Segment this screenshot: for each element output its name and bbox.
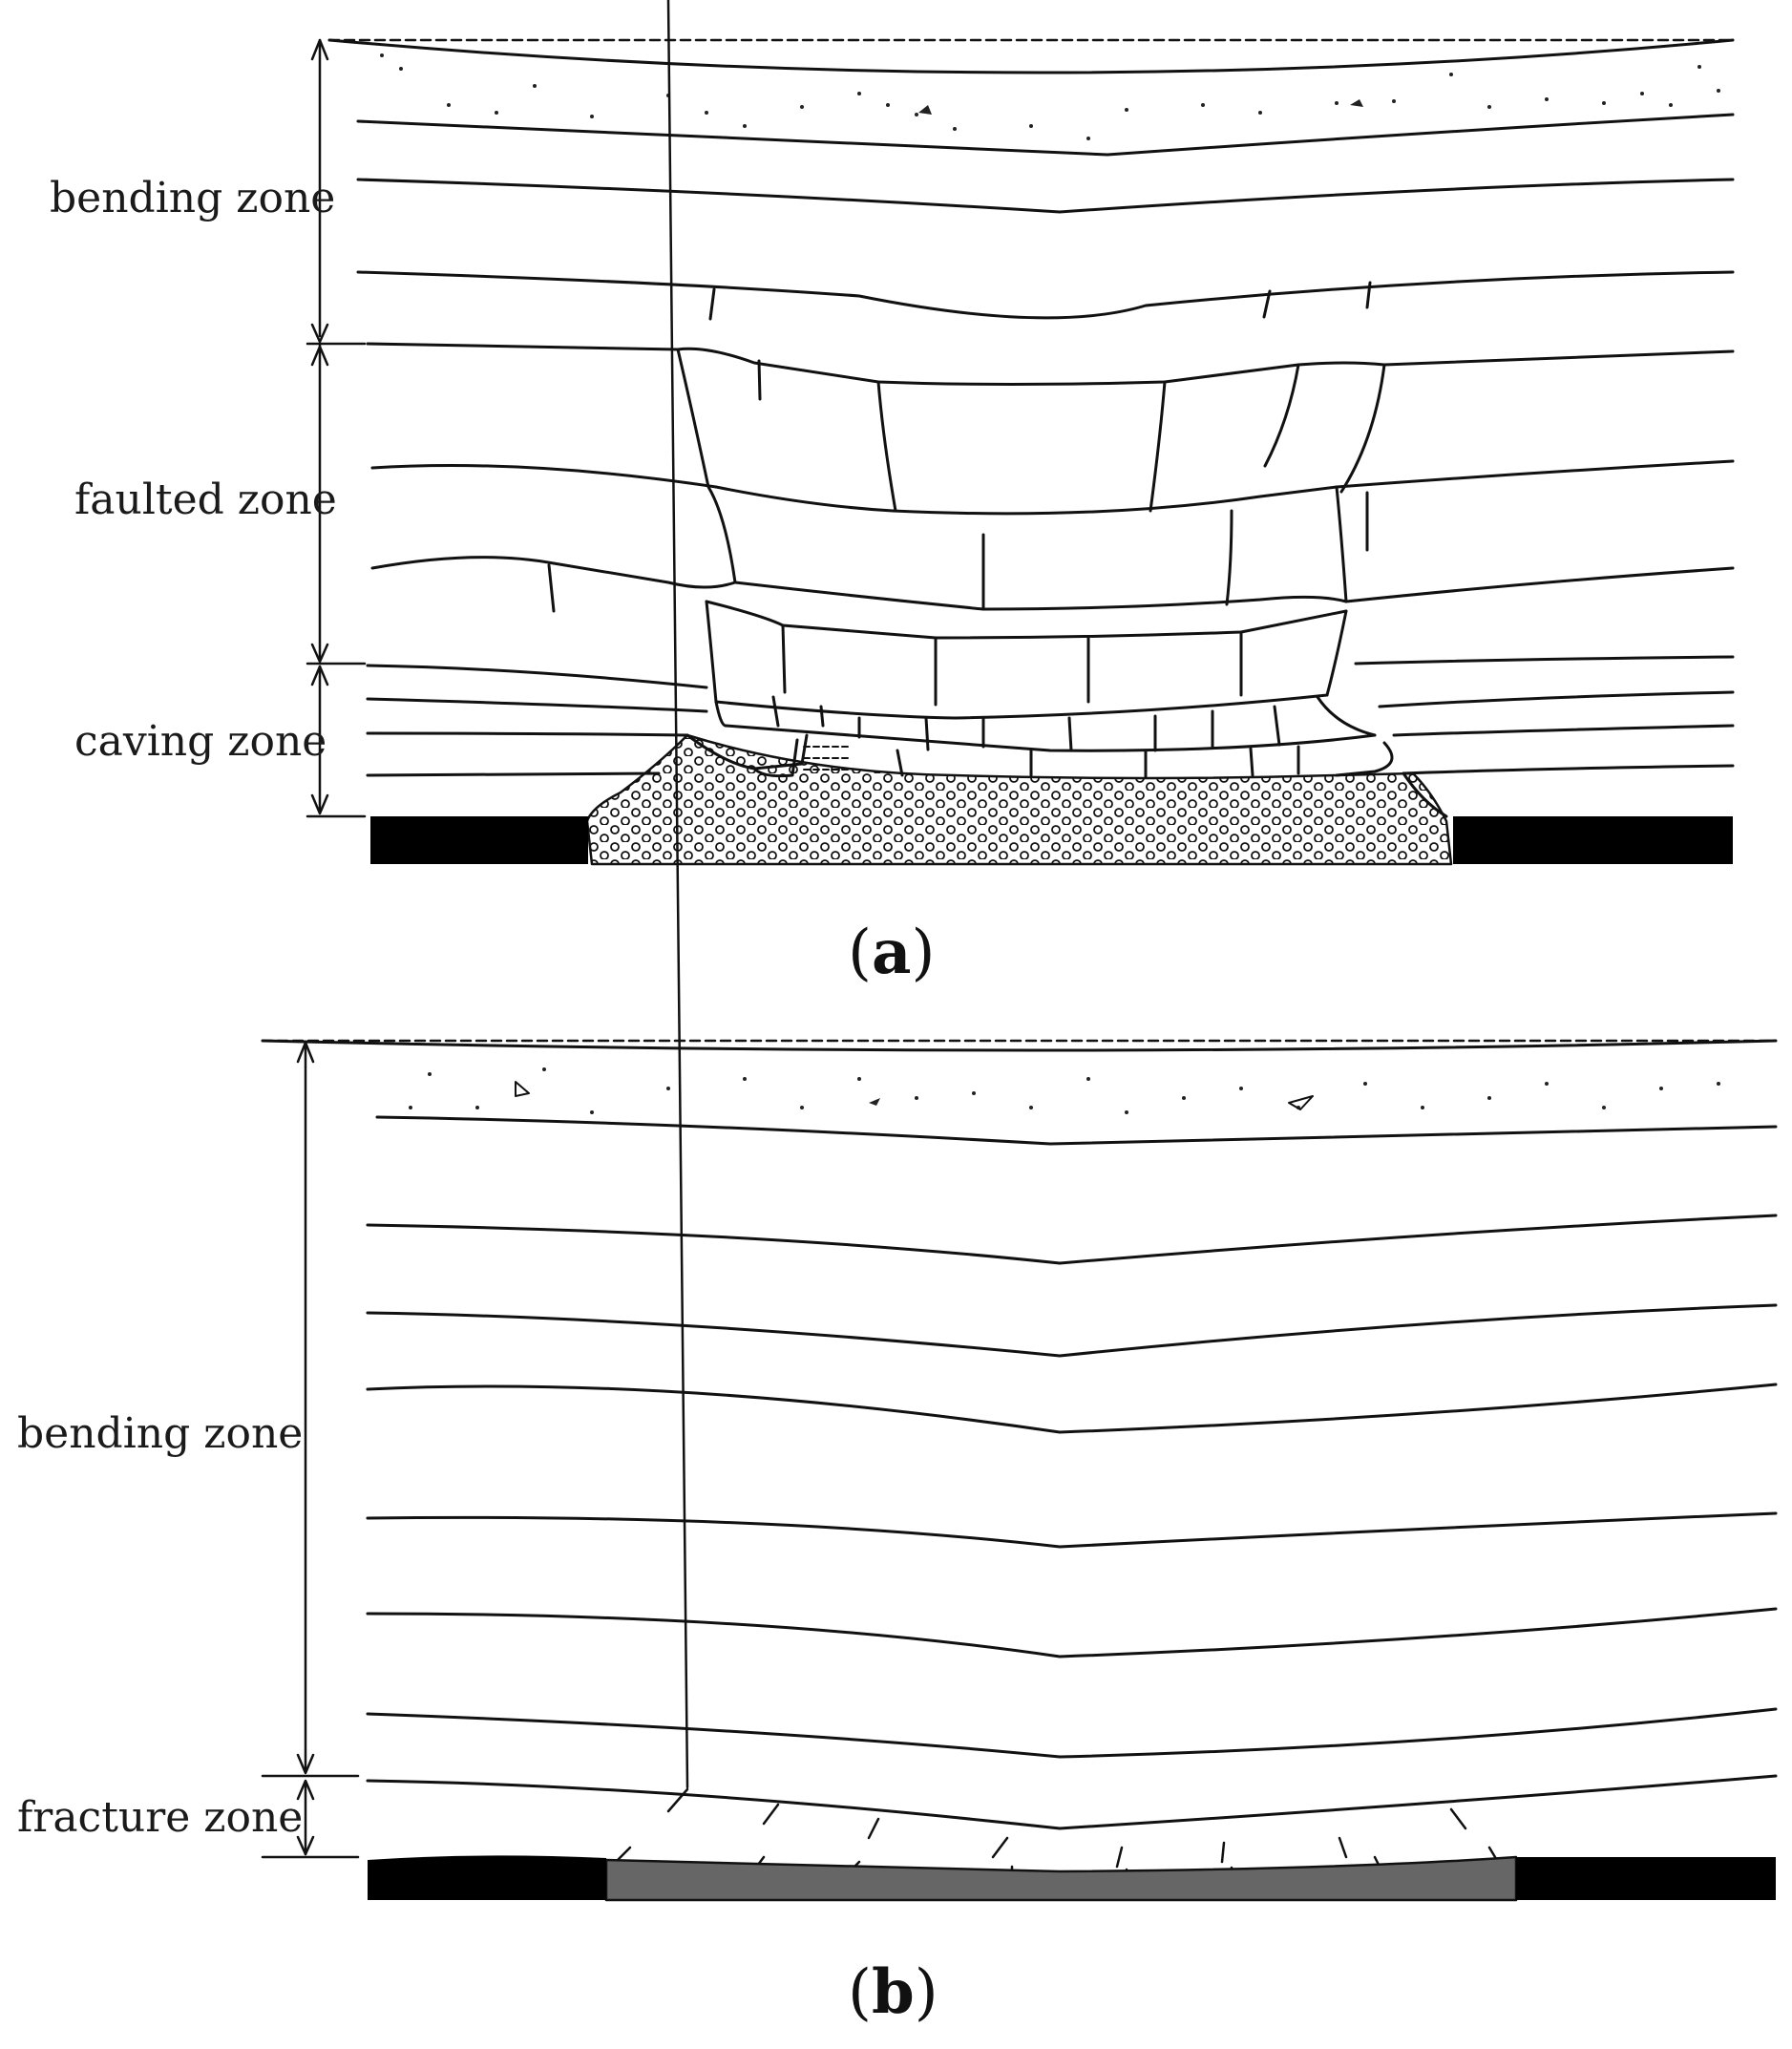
strata-line-a1 xyxy=(356,113,1735,157)
topsoil-speckles-b xyxy=(409,1067,1720,1114)
strata-line-a5-right xyxy=(1335,459,1735,489)
caved-v17 xyxy=(1249,747,1254,777)
strata-line-b4 xyxy=(366,1383,1778,1434)
strata-line-a6-right xyxy=(1344,566,1735,603)
dimension-lines-b xyxy=(261,1041,360,1859)
gob-area-a xyxy=(585,733,1453,866)
fault-block-a2 xyxy=(1149,380,1167,513)
caved-row2-l xyxy=(714,700,727,728)
caption-a-letter: a xyxy=(871,917,912,988)
label-caving-zone-a: caving zone xyxy=(74,717,327,766)
caved-l1 xyxy=(705,600,718,704)
pebble-b2 xyxy=(1288,1095,1314,1110)
caved-v8 xyxy=(924,716,930,751)
fault-right-outer-a xyxy=(1339,363,1386,494)
topsoil-top-b xyxy=(261,1039,1778,1052)
caption-a-close: ) xyxy=(911,918,936,988)
caption-a-open: ( xyxy=(848,918,872,988)
gob-edge-right-a xyxy=(1402,771,1448,818)
crack-a1 xyxy=(708,287,716,321)
dimension-lines-a xyxy=(306,38,367,818)
strata-line-b2 xyxy=(366,1214,1778,1265)
strata-line-a4-right xyxy=(1382,349,1735,367)
strata-line-a6-left xyxy=(370,556,737,589)
caption-b-letter: b xyxy=(871,1956,915,2028)
topsoil-top-a xyxy=(327,38,1735,74)
label-faulted-zone-a: faulted zone xyxy=(74,475,337,524)
strata-line-b8 xyxy=(366,1774,1778,1830)
broken-beam-a1-top xyxy=(676,347,1386,386)
rubble-block-a3 xyxy=(1335,741,1394,777)
coal-seam-right-a xyxy=(1453,816,1733,864)
caved-v5 xyxy=(771,695,780,728)
strata-line-a2 xyxy=(356,178,1735,214)
caption-b-close: ) xyxy=(914,1957,938,2028)
strata-line-a7-left xyxy=(366,664,708,689)
panel-a xyxy=(306,38,1735,866)
caved-v10 xyxy=(1067,716,1073,752)
strata-line-a10-left xyxy=(366,771,661,777)
fault-right-2-a xyxy=(1335,485,1348,603)
fault-block-a4 xyxy=(1225,509,1233,606)
caved-row1-bottom xyxy=(714,693,1329,720)
label-bending-zone-a: bending zone xyxy=(50,174,336,222)
strata-line-a4-left xyxy=(366,342,680,351)
strata-line-a8-left xyxy=(366,697,708,713)
coal-seam-right-b xyxy=(1516,1857,1776,1900)
strata-line-a10-right xyxy=(1402,764,1735,775)
strata-line-a8-right xyxy=(1378,690,1735,708)
caption-a: (a) xyxy=(848,922,935,984)
fault-left-outer-a xyxy=(676,348,737,584)
caved-row2-bottom xyxy=(724,724,1377,752)
strata-line-b3 xyxy=(366,1303,1778,1358)
label-fracture-zone-b: fracture zone xyxy=(17,1793,304,1842)
caved-row2-r xyxy=(1316,695,1377,737)
strata-line-a9-right xyxy=(1392,724,1735,737)
coal-seam-left-a xyxy=(370,816,588,864)
fault-crack-a5 xyxy=(1263,363,1300,468)
strata-line-b1 xyxy=(375,1115,1778,1146)
strata-line-a9-left xyxy=(366,731,689,737)
strata-line-b7 xyxy=(366,1707,1778,1759)
caved-v6 xyxy=(819,705,825,728)
pebble-b1 xyxy=(515,1081,530,1097)
label-bending-zone-b: bending zone xyxy=(17,1409,304,1458)
fault-crack-a7 xyxy=(547,563,556,613)
coal-seam-left-b xyxy=(368,1855,606,1900)
strata-line-a7-right xyxy=(1354,655,1735,665)
strata-line-a5-left xyxy=(370,464,718,489)
strata-line-a3 xyxy=(356,270,1735,320)
fault-crack-a4 xyxy=(757,359,762,401)
caption-b-open: ( xyxy=(848,1957,872,2028)
caved-v1 xyxy=(781,623,787,694)
caved-v13 xyxy=(1273,705,1281,747)
crack-a2 xyxy=(1262,289,1272,319)
broken-beam-a2-top xyxy=(714,485,1339,516)
panel-b xyxy=(261,0,1778,1902)
strata-line-b5 xyxy=(366,1511,1778,1549)
caved-row1-top xyxy=(705,600,1348,640)
fault-block-a1 xyxy=(876,380,897,513)
caption-b: (b) xyxy=(848,1962,938,2024)
caved-r1 xyxy=(1325,609,1348,697)
caved-v14 xyxy=(896,749,904,777)
backfill-b xyxy=(604,1855,1518,1902)
strata-line-b6 xyxy=(366,1607,1778,1658)
crack-a3 xyxy=(1365,281,1372,309)
broken-beam-a3-top xyxy=(733,581,1348,611)
